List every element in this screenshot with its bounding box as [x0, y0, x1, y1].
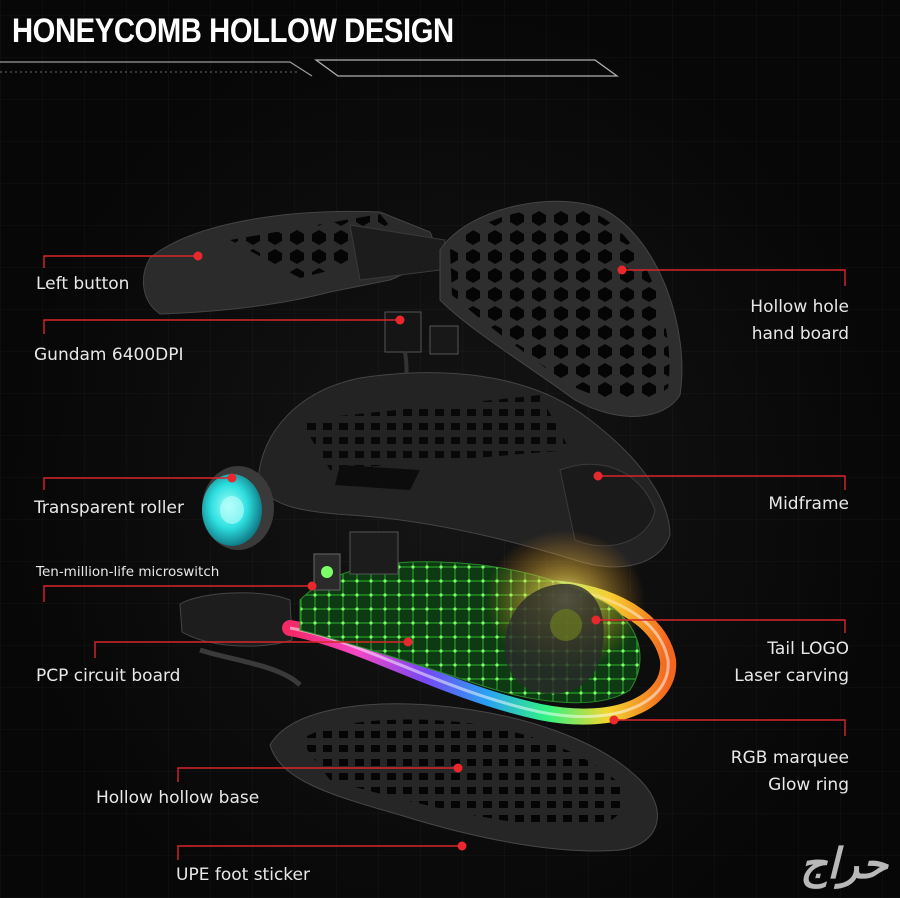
label-midframe: Midframe [768, 494, 849, 514]
leader-foot [177, 845, 462, 860]
label-sensor: Gundam 6400DPI [34, 345, 184, 365]
label-microswitch: Ten-million-life microswitch [36, 564, 220, 580]
label-foot: UPE foot sticker [176, 865, 310, 885]
label-hand-board-line-1: Hollow hole [750, 297, 849, 317]
hollow-base [269, 703, 658, 852]
side-button-part [179, 592, 302, 687]
transparent-roller [202, 466, 274, 550]
leader-roller [43, 477, 232, 490]
leader-circuit [94, 641, 408, 658]
leader-base [177, 767, 458, 782]
leader-dots [193, 251, 627, 851]
leader-tail-logo [596, 619, 846, 633]
leader-midframe [598, 475, 846, 490]
hand-board-shell [439, 200, 683, 417]
leader-microswitch [43, 585, 312, 602]
watermark-logo: حراج [800, 839, 888, 888]
label-rgb-ring-line-2: Glow ring [768, 775, 849, 795]
label-rgb-ring: RGB marquee Glow ring [731, 745, 849, 799]
leader-left-button [43, 255, 198, 268]
label-base: Hollow hollow base [96, 788, 260, 808]
header-decoration [0, 59, 619, 77]
label-tail-logo-line-2: Laser carving [734, 666, 849, 686]
leader-rgb-ring [614, 719, 846, 736]
label-roller: Transparent roller [34, 498, 184, 518]
leader-hand-board [622, 269, 846, 286]
page-title: HONEYCOMB HOLLOW DESIGN [12, 12, 454, 50]
label-tail-logo: Tail LOGO Laser carving [734, 636, 849, 690]
leader-lines [43, 255, 846, 860]
label-hand-board-line-2: hand board [751, 324, 849, 344]
leader-sensor [43, 319, 400, 334]
label-left-button: Left button [36, 274, 130, 294]
midframe [257, 372, 671, 568]
label-hand-board: Hollow hole hand board [750, 294, 849, 348]
left-button-shell [142, 210, 446, 315]
label-tail-logo-line-1: Tail LOGO [767, 639, 849, 659]
label-rgb-ring-line-1: RGB marquee [730, 748, 849, 768]
label-circuit: PCP circuit board [36, 666, 181, 686]
tail-logo-glow [485, 530, 645, 694]
